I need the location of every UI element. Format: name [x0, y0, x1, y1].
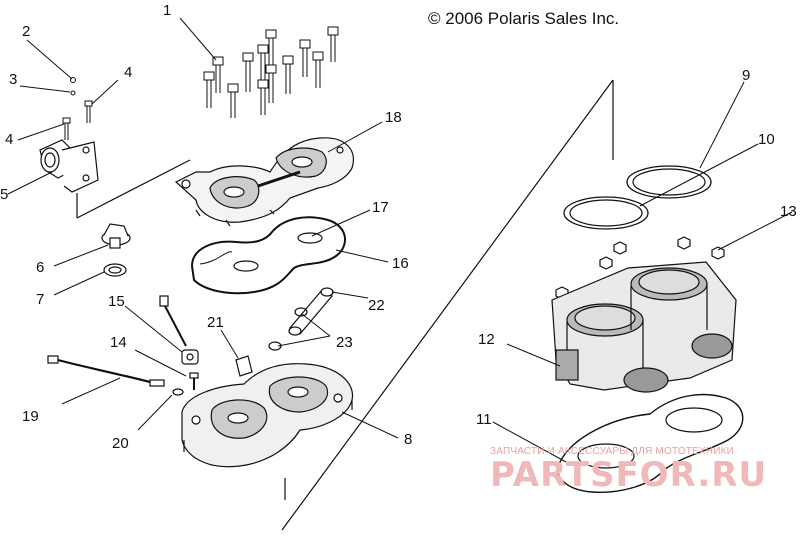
coolant-tube: [288, 287, 334, 336]
bolt: [299, 39, 311, 77]
bolt: [265, 64, 277, 103]
callout-8: 8: [404, 431, 412, 448]
callout-4-upper: 4: [124, 64, 132, 81]
sensor-washer: [172, 388, 184, 396]
bolt: [327, 26, 339, 62]
head-o-ring-gasket: [190, 216, 346, 295]
bolt: [203, 71, 215, 108]
callout-14: 14: [110, 334, 127, 351]
thermostat-screws: [62, 77, 93, 140]
copyright-text: © 2006 Polaris Sales Inc.: [428, 9, 619, 28]
bolt: [212, 56, 224, 93]
bolt: [282, 55, 294, 94]
cylinder-nuts: [555, 236, 725, 300]
callout-2: 2: [22, 23, 30, 40]
cylinder-head: [181, 363, 354, 468]
bolt: [312, 51, 324, 88]
callout-5: 5: [0, 186, 8, 203]
sensor-bolt: [189, 372, 199, 390]
callout-12: 12: [478, 331, 495, 348]
callout-17: 17: [372, 199, 389, 216]
callout-10: 10: [758, 131, 775, 148]
callout-7: 7: [36, 291, 44, 308]
callout-21: 21: [207, 314, 224, 331]
callout-11: 11: [476, 411, 492, 428]
bolt: [242, 52, 254, 92]
callout-15: 15: [108, 293, 125, 310]
cylinder-block: [551, 261, 737, 393]
head-bolts-group: [203, 26, 339, 118]
bolt: [257, 79, 269, 115]
callout-20: 20: [112, 435, 129, 452]
callout-4-lower: 4: [5, 131, 13, 148]
callout-13: 13: [780, 203, 797, 220]
callout-23: 23: [336, 334, 353, 351]
callout-19: 19: [22, 408, 39, 425]
thermostat-housing: [39, 139, 99, 193]
callout-6: 6: [36, 259, 44, 276]
cylinder-o-ring-large: [626, 165, 712, 199]
bolt: [257, 44, 269, 80]
watermark-brand: PARTSFOR.RU: [490, 455, 767, 495]
thermostat-gasket: [103, 263, 127, 277]
cylinder-base-gasket: [557, 393, 744, 493]
callout-18: 18: [385, 109, 402, 126]
section-divider-lines: [76, 79, 614, 531]
callout-labels: 1 2 3 4 4 5 6 7 8 9 10 11 12 13 14 15 16…: [0, 2, 797, 452]
retainer-clip: [235, 355, 253, 377]
thermostat: [101, 223, 131, 249]
callout-22: 22: [368, 297, 385, 314]
bolt: [265, 29, 277, 68]
bolt: [227, 83, 239, 118]
callout-leaders: [7, 17, 793, 463]
watermark-tagline: ЗАПЧАСТИ И АКСЕССУАРЫ ДЛЯ МОТОТЕХНИКИ: [490, 446, 734, 457]
temperature-sensor: [159, 295, 199, 365]
cylinder-head-cover: [174, 137, 354, 227]
callout-1: 1: [163, 2, 171, 19]
callout-9: 9: [742, 67, 750, 84]
cylinder-o-ring-small: [563, 196, 649, 230]
callout-3: 3: [9, 71, 17, 88]
tube-o-rings: [268, 307, 308, 351]
callout-16: 16: [392, 255, 409, 272]
sensor-wire: [47, 355, 165, 387]
watermark: ЗАПЧАСТИ И АКСЕССУАРЫ ДЛЯ МОТОТЕХНИКИ PA…: [490, 446, 767, 495]
